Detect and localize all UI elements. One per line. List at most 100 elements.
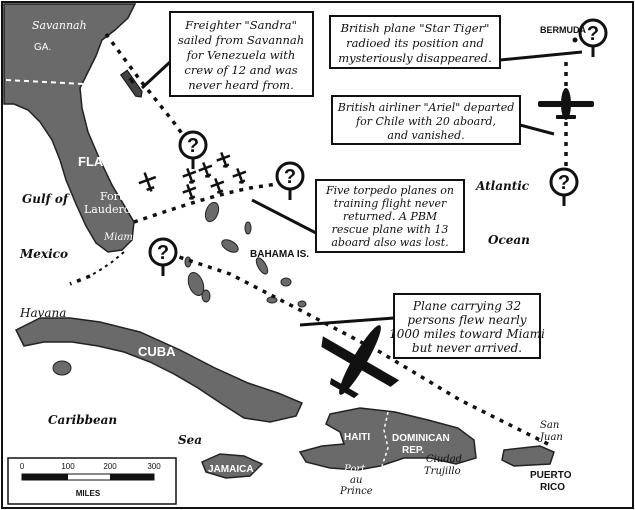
callout-line: Freighter "Sandra": [184, 18, 297, 32]
label-savannah: Savannah: [32, 19, 87, 32]
label-fort: Fort: [100, 190, 124, 203]
label-caribbean: Caribbean: [48, 413, 117, 427]
callout-line: for Venezuela with: [186, 48, 296, 62]
label-atlantic: Atlantic: [475, 179, 530, 193]
bahamas-islands: [184, 201, 307, 308]
callout-line: sailed from Savannah: [178, 33, 304, 47]
label-port: Port: [343, 464, 366, 475]
large-plane-icon: [321, 325, 400, 399]
question-mark-icon: ?: [148, 237, 178, 276]
plane-icon: [210, 178, 225, 194]
scale-tick-300: 300: [147, 462, 161, 471]
label-dominican: DOMINICAN: [392, 433, 450, 444]
callout-line: British plane "Star Tiger": [340, 21, 490, 35]
callout-line: returned. A PBM: [343, 210, 438, 223]
label-bermuda: BERMUDA: [540, 25, 586, 35]
plane-icon: [216, 152, 231, 168]
label-mexico: Mexico: [19, 247, 68, 261]
route-sanjuan-miami: [163, 250, 549, 446]
callout-line: rescue plane with 13: [332, 223, 449, 236]
jamaica-landmass: [201, 453, 264, 479]
scale-unit: MILES: [76, 489, 101, 498]
cuba-landmass: [14, 317, 304, 423]
callout-text-ariel: British airliner "Ariel" departed for Ch…: [337, 101, 515, 142]
route-keys-west: [69, 274, 91, 286]
label-bahama-is: BAHAMA IS.: [250, 249, 309, 260]
svg-text:?: ?: [587, 23, 599, 45]
callout-line: Five torpedo planes on: [325, 184, 454, 197]
callout-line: training flight never: [334, 197, 447, 210]
question-marks: ? ? ? ? ?: [148, 18, 608, 276]
label-au: au: [350, 475, 362, 486]
florida-landmass: [3, 3, 137, 253]
label-ciudad: Ciudad: [426, 454, 462, 465]
label-prince: Prince: [339, 486, 373, 497]
label-ga: GA.: [34, 42, 51, 53]
callout-box-ariel: [331, 95, 521, 145]
plane-icon: [232, 168, 247, 184]
callout-box-torpedo: [315, 179, 465, 253]
svg-text:?: ?: [157, 242, 169, 264]
label-juan: Juan: [538, 432, 563, 443]
airliner-icon: [538, 88, 594, 120]
callout-line: British airliner "Ariel" departed: [337, 101, 515, 114]
svg-text:?: ?: [187, 135, 199, 157]
label-ocean: Ocean: [488, 233, 530, 247]
question-mark-icon: ?: [578, 18, 608, 57]
question-mark-icon: ?: [549, 167, 579, 206]
svg-text:?: ?: [558, 172, 570, 194]
route-savannah-south: [104, 32, 196, 152]
label-lauderdale: Lauderdale: [84, 203, 147, 216]
callout-line: mysteriously disappeared.: [338, 51, 491, 65]
label-cuba: CUBA: [138, 344, 176, 359]
callout-line: for Chile with 20 aboard,: [355, 115, 496, 128]
scale-tick-0: 0: [20, 462, 25, 471]
question-mark-icon: ?: [178, 130, 208, 169]
callout-text-sandra: Freighter "Sandra" sailed from Savannah …: [178, 18, 304, 92]
plane-icon: [198, 162, 213, 178]
puerto-rico-landmass: [501, 445, 555, 467]
callout-box-plane32: [393, 293, 541, 359]
isle-of-pines: [52, 360, 72, 376]
label-haiti: HAITI: [344, 432, 370, 443]
callout-pointers: [140, 50, 583, 327]
callout-line: 1000 miles toward Miami: [389, 327, 545, 341]
callout-line: and vanished.: [387, 129, 464, 142]
callout-text-torpedo: Five torpedo planes on training flight n…: [325, 184, 454, 249]
callout-line: crew of 12 and was: [184, 63, 297, 77]
ship-icon: [119, 69, 143, 98]
plane-icon: [182, 184, 197, 200]
label-rep: REP.: [402, 445, 424, 456]
plane-icon: [138, 172, 157, 192]
callout-text-plane32: Plane carrying 32 persons flew nearly 10…: [389, 299, 545, 355]
callout-text-star-tiger: British plane "Star Tiger" radioed its p…: [338, 21, 491, 65]
callout-line: aboard also was lost.: [331, 236, 448, 249]
callout-line: persons flew nearly: [407, 313, 526, 327]
label-rico: RICO: [540, 482, 565, 493]
callout-box-sandra: [169, 11, 314, 97]
label-gulf-of: Gulf of: [22, 192, 70, 206]
plane-icon: [182, 168, 197, 184]
ga-fla-border: [5, 79, 85, 85]
scale-bar: 0 100 200 300 MILES: [7, 457, 177, 505]
hispaniola-landmass: [298, 407, 477, 471]
bermuda-island: [572, 37, 578, 43]
question-mark-icon: ?: [275, 161, 305, 200]
callout-line: radioed its position and: [346, 36, 484, 50]
callout-line: never heard from.: [188, 78, 294, 92]
label-havana: Havana: [19, 306, 66, 320]
label-trujillo: Trujillo: [424, 466, 461, 477]
callout-line: but never arrived.: [412, 341, 522, 355]
label-san: San: [540, 420, 559, 431]
callout-line: Plane carrying 32: [412, 299, 521, 313]
callout-box-star-tiger: [329, 15, 501, 69]
scale-tick-100: 100: [61, 462, 75, 471]
torpedo-planes: [138, 152, 247, 200]
route-lines: [69, 32, 568, 446]
scale-tick-200: 200: [103, 462, 117, 471]
florida-keys: [89, 251, 125, 277]
label-puerto: PUERTO: [530, 470, 572, 481]
